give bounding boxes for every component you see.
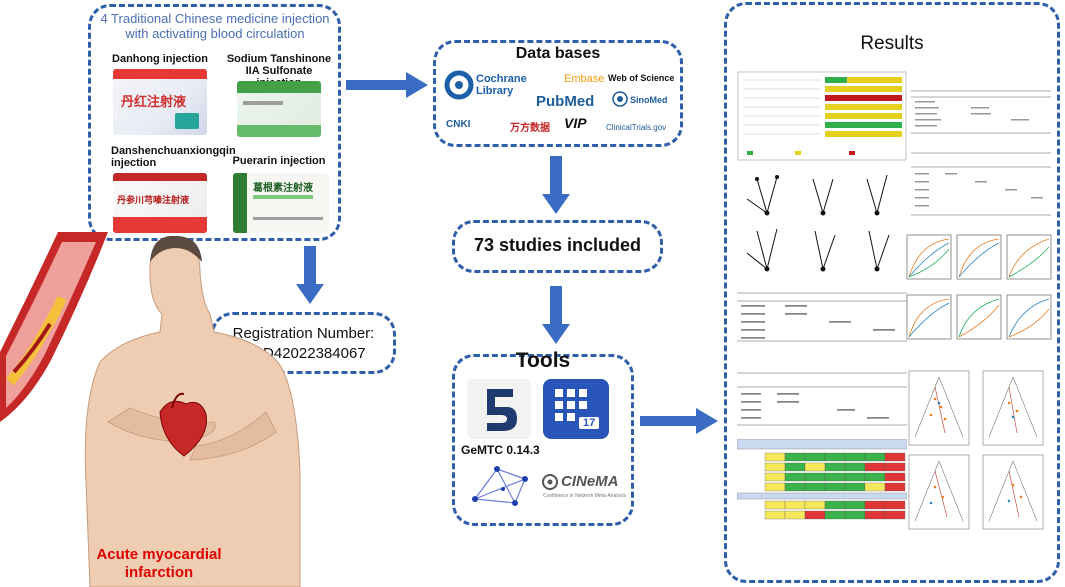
vip-text: VIP [564, 115, 587, 131]
embase-text: Embase [564, 73, 605, 85]
studies-label: 73 studies included [473, 235, 642, 255]
app-badge: 17 [579, 417, 600, 429]
medicine-box: 4 Traditional Chinese medicine injection… [88, 4, 341, 241]
results-box: Results [724, 2, 1060, 583]
drug-package-text: 丹红注射液 [121, 94, 187, 109]
drug-name: Danshenchuanxiongqin injection [111, 145, 236, 169]
drug-card-danshenchuanxiongqin: Danshenchuanxiongqin injection 丹参川芎嗪注射液 [107, 145, 236, 237]
arrow-medicine-to-registration [296, 246, 324, 304]
drug-package-image: 葛根素注射液 [233, 173, 329, 233]
studies-box: 73 studies included [452, 220, 663, 273]
drug-package-image: 丹参川芎嗪注射液 [113, 173, 207, 233]
cnki-text: CNKI [446, 119, 471, 130]
software-icon-5 [467, 379, 531, 439]
network-graph-icon [467, 459, 537, 511]
drug-card-danhong: Danhong injection 丹红注射液 [107, 53, 213, 141]
wos-text: Web of Science [608, 73, 675, 83]
drug-card-puerarin: Puerarin injection 葛根素注射液 [223, 155, 335, 237]
software-icon-17: 17 [543, 379, 609, 439]
databases-box: Data bases Cochrane Library Embase Web o… [433, 40, 683, 147]
pubmed-text: PubMed [536, 93, 595, 110]
arrow-studies-to-tools [542, 286, 570, 344]
wanfang-text: 万方数据 [510, 123, 550, 134]
gemtc-label: GeMTC 0.14.3 [461, 443, 540, 457]
cinema-label: CINeMA [561, 473, 619, 490]
sucra-curves [905, 233, 1055, 363]
human-illustration [0, 232, 330, 587]
results-title: Results [860, 33, 924, 54]
funnel-plots [905, 367, 1055, 537]
drug-package-image [237, 81, 321, 137]
arrow-tools-to-results [640, 408, 718, 434]
drug-package-image: 丹红注射液 [113, 69, 207, 135]
results-table-1 [911, 83, 1051, 137]
arrow-medicine-to-databases [346, 72, 428, 98]
results-table-3 [737, 283, 907, 345]
sinomed-text: SinoMed [630, 95, 668, 105]
drug-name: Puerarin injection [232, 155, 326, 167]
tools-title: Tools [515, 349, 571, 372]
cinema-logo [541, 473, 559, 491]
disease-label: Acute myocardial infarction [96, 546, 222, 581]
arrow-databases-to-studies [542, 156, 570, 214]
cinema-subtitle: Confidence in Network Meta-Analysis [543, 493, 627, 499]
sinomed-logo [612, 91, 628, 107]
drug-card-tanshinone: Sodium Tanshinone IIA Sulfonate injectio… [223, 53, 335, 141]
results-table-2 [911, 145, 1051, 219]
network-plots [737, 169, 907, 279]
clinicaltrials-text: ClinicalTrials.gov [606, 123, 667, 132]
databases-title: Data bases [515, 45, 601, 62]
drug-package-text: 丹参川芎嗪注射液 [117, 195, 190, 205]
grade-table [737, 439, 907, 529]
results-table-4 [737, 359, 907, 435]
cochrane-logo [444, 69, 474, 101]
risk-of-bias-chart [737, 71, 907, 161]
cochrane-text: Cochrane Library [476, 73, 527, 97]
registration-label: Registration Number: [232, 325, 375, 342]
drug-package-text: 葛根素注射液 [253, 183, 313, 194]
drug-name: Danhong injection [112, 53, 208, 65]
medicine-box-title: 4 Traditional Chinese medicine injection… [100, 11, 330, 41]
tools-box: Tools 17 GeMTC 0.14.3 CINeMA Confidence … [452, 349, 634, 526]
